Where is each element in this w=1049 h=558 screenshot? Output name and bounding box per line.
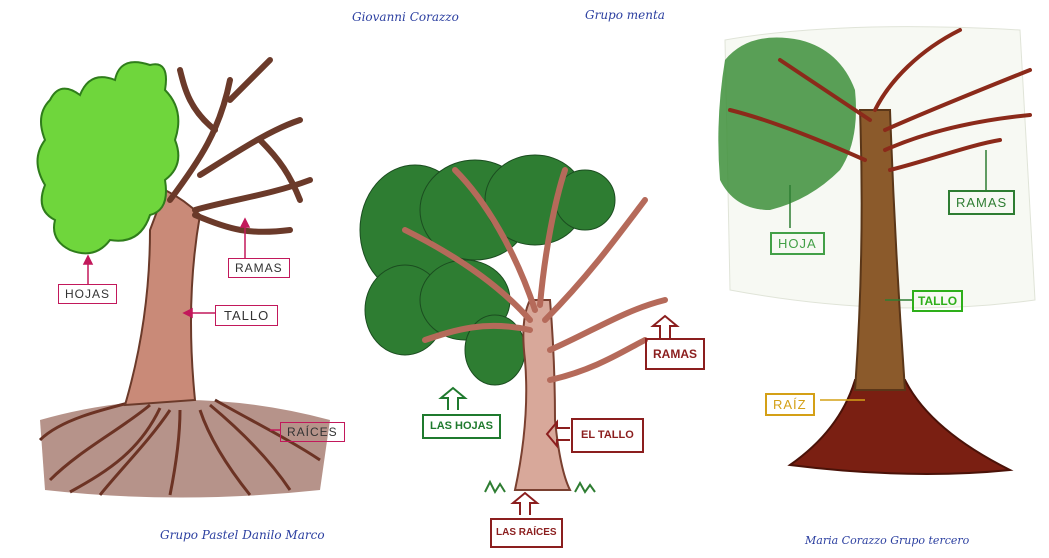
tree-drawing-2: LAS HOJAS RAMAS EL TALLO LAS RAÍCES <box>345 0 690 558</box>
tree-1-signature: Grupo Pastel Danilo Marco <box>160 528 325 542</box>
tree-2-foliage <box>360 155 615 385</box>
tree-3-roots-label: RAÍZ <box>765 393 815 416</box>
tree-1-leaves-label: HOJAS <box>58 284 117 304</box>
tree-3-branches-label: RAMAS <box>948 190 1015 215</box>
tree-1-roots-label: RAÍCES <box>280 422 345 442</box>
tree-2-leaves-label: LAS HOJAS <box>422 414 501 439</box>
tree-3-illustration <box>690 0 1049 558</box>
tree-2-trunk-label: EL TALLO <box>571 418 644 453</box>
tree-2-illustration <box>345 0 690 558</box>
tree-3-signature: Maria Corazzo Grupo tercero <box>805 534 969 547</box>
tree-2-roots-label: LAS RAÍCES <box>490 518 563 548</box>
tree-1-trunk-label: TALLO <box>215 305 278 326</box>
tree-3-trunk-label: TALLO <box>912 290 963 312</box>
tree-1-illustration <box>0 0 345 558</box>
tree-drawing-1: HOJAS RAMAS TALLO RAÍCES Grupo Pastel Da… <box>0 0 345 558</box>
tree-1-root-mass <box>40 400 330 498</box>
tree-3-leaves-label: HOJA <box>770 232 825 255</box>
tree-drawing-3: HOJA RAMAS TALLO RAÍZ Maria Corazzo Grup… <box>690 0 1049 558</box>
tree-1-branches-label: RAMAS <box>228 258 290 278</box>
tree-3-roots <box>790 380 1010 474</box>
